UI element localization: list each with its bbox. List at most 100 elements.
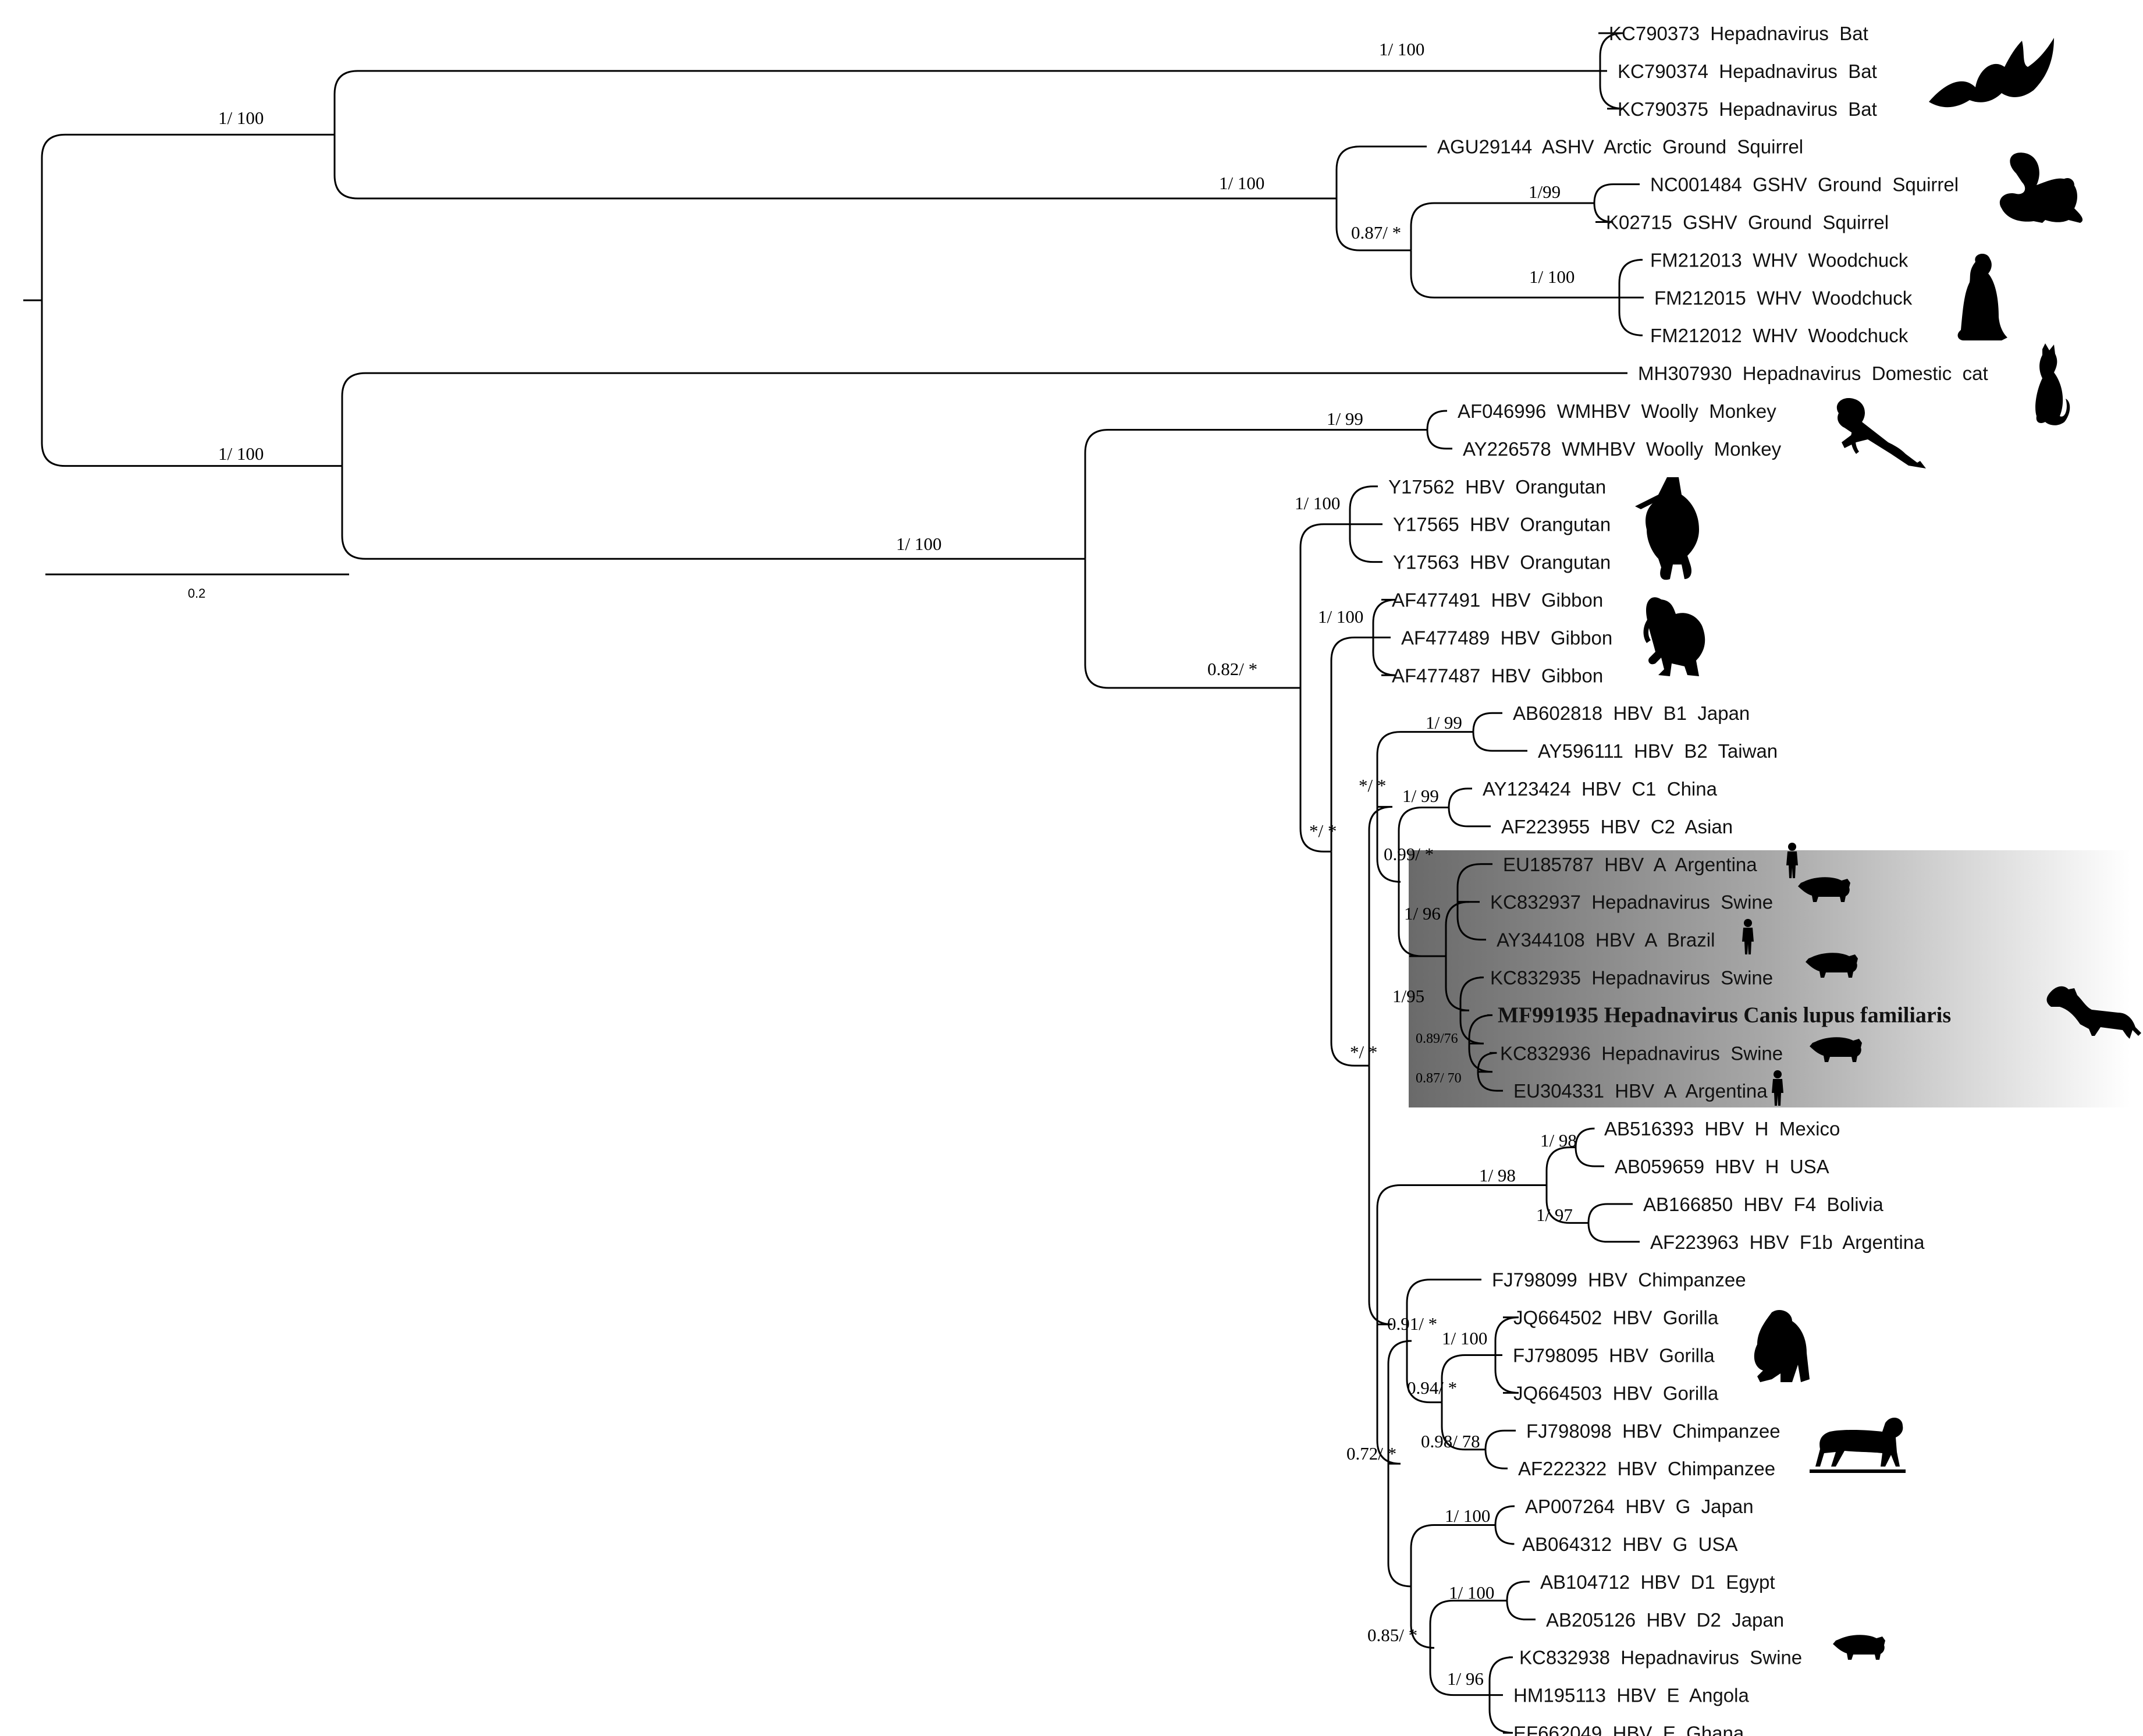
leaf-branch (1494, 1316, 1519, 1355)
leaf-label-nc001484: NC001484 GSHV Ground Squirrel (1650, 174, 1959, 196)
leaf-branch (1494, 1525, 1515, 1545)
leaf-label-ay123424: AY123424 HBV C1 China (1483, 778, 1718, 800)
internal-branch (1387, 1340, 1412, 1464)
leaf-label-fj798095: FJ798095 HBV Gorilla (1513, 1345, 1715, 1366)
leaf-label-agu29144: AGU29144 ASHV Arctic Ground Squirrel (1437, 136, 1803, 158)
leaf-branch (1484, 1429, 1516, 1450)
support-value-node-l: 0.94/ * (1407, 1378, 1457, 1398)
leaf-label-ab205126: AB205126 HBV D2 Japan (1546, 1609, 1784, 1631)
leaf-branch (1372, 599, 1397, 638)
support-value-node-n: 0.85/ * (1367, 1625, 1417, 1645)
leaf-label-fj798099: FJ798099 HBV Chimpanzee (1492, 1269, 1746, 1291)
bat-icon (1929, 38, 2054, 108)
swine-icon (1833, 1635, 1885, 1660)
internal-branch (341, 466, 1085, 560)
orangutan-icon (1635, 477, 1699, 580)
support-value-a: 1/ 96 (1404, 903, 1441, 924)
cat-icon (2035, 343, 2070, 425)
support-value-g: 1/ 100 (1445, 1506, 1490, 1526)
woolly-monkey-icon (1836, 398, 1926, 468)
support-value-f: 1/ 97 (1536, 1205, 1573, 1225)
scale-bar-label: 0.2 (188, 586, 206, 601)
internal-branch (1459, 1010, 1484, 1045)
internal-branch (1376, 1184, 1547, 1325)
leaf-label-jq664502: JQ664502 HBV Gorilla (1513, 1307, 1719, 1329)
internal-branch (1429, 1599, 1507, 1648)
leaf-branch (1426, 410, 1447, 430)
internal-branch (333, 70, 1600, 135)
leaf-branch (1575, 1127, 1595, 1148)
squirrel-icon (1999, 152, 2083, 223)
leaf-branch (1599, 70, 1624, 110)
leaf-label-af222322: AF222322 HBV Chimpanzee (1518, 1458, 1775, 1479)
leaf-branch (1488, 1656, 1513, 1695)
leaf-branch (1349, 485, 1378, 524)
support-value-cat-primate: 1/ 100 (218, 443, 264, 464)
internal-branch (1376, 807, 1401, 883)
support-value-gshv: 1/99 (1529, 182, 1561, 202)
dog-icon (2046, 986, 2141, 1039)
leaf-label-af477491: AF477491 HBV Gibbon (1392, 590, 1603, 611)
leaf-branch (1488, 1695, 1513, 1734)
leaf-label-k02715: K02715 GSHV Ground Squirrel (1606, 212, 1889, 233)
internal-branch (1330, 851, 1369, 1067)
support-value-node-f: */ * (1350, 1042, 1377, 1062)
internal-branch (1376, 1324, 1401, 1465)
leaf-branch (1456, 863, 1492, 902)
internal-branch (1410, 1524, 1495, 1587)
support-value-woolly: 1/ 99 (1327, 409, 1363, 429)
leaf-label-af477489: AF477489 HBV Gibbon (1401, 627, 1612, 648)
swine-icon (1806, 953, 1858, 978)
leaf-branch (1477, 1071, 1503, 1092)
leaf-branch (1494, 1355, 1519, 1394)
leaf-label-ay226578: AY226578 WMHBV Woolly Monkey (1463, 438, 1782, 460)
leaf-label-af477487: AF477487 HBV Gibbon (1392, 665, 1603, 686)
leaf-branch (1468, 1014, 1493, 1044)
support-value-a4: 0.87/ 70 (1416, 1071, 1462, 1086)
woodchuck-icon (1957, 253, 2007, 340)
leaf-label-ay596111: AY596111 HBV B2 Taiwan (1538, 740, 1778, 762)
leaf-label-kc832935: KC832935 Hepadnavirus Swine (1490, 967, 1773, 989)
leaf-label-kc832938: KC832938 Hepadnavirus Swine (1519, 1647, 1802, 1668)
human-icon (1772, 1070, 1783, 1106)
chimpanzee-icon (1810, 1417, 1906, 1473)
leaf-branch (1349, 524, 1383, 563)
internal-branch (1441, 1402, 1485, 1451)
internal-branch (333, 134, 1337, 200)
leaf-label-af223955: AF223955 HBV C2 Asian (1501, 816, 1733, 837)
leaf-branch (1477, 1052, 1497, 1072)
leaf-label-ab059659: AB059659 HBV H USA (1615, 1156, 1829, 1177)
leaf-branch (1335, 145, 1427, 198)
internal-branch (1545, 1146, 1576, 1185)
internal-branch (1387, 1464, 1412, 1588)
swine-icon (1810, 1037, 1862, 1062)
leaf-label-ab064312: AB064312 HBV G USA (1522, 1533, 1738, 1555)
support-value-a3: 0.89/76 (1416, 1031, 1458, 1046)
internal-branch (1398, 806, 1449, 882)
support-value-node-e: */ * (1359, 775, 1386, 796)
leaf-branch (1618, 297, 1643, 336)
internal-branch (1368, 805, 1393, 1066)
support-value-chimp: 0.98/ 78 (1421, 1431, 1480, 1451)
leaf-branch (1587, 1223, 1640, 1243)
leaf-branch (1598, 32, 1624, 71)
support-value-orangutan: 1/ 100 (1295, 493, 1340, 513)
support-value-h: 1/ 98 (1540, 1130, 1577, 1151)
support-value-e: 1/ 96 (1447, 1668, 1484, 1689)
internal-branch (1299, 523, 1350, 688)
human-icon (1786, 843, 1798, 878)
leaf-branch (1448, 807, 1491, 828)
internal-branch (1410, 202, 1594, 251)
leaf-label-hm195113: HM195113 HBV E Angola (1513, 1685, 1749, 1706)
leaf-label-y17563: Y17563 HBV Orangutan (1393, 552, 1611, 573)
internal-branch (1406, 1341, 1442, 1404)
leaf-label-fm212012: FM212012 WHV Woodchuck (1650, 325, 1909, 346)
leaf-branch (1406, 1279, 1481, 1341)
leaf-branch (1426, 429, 1452, 450)
leaf-branch (1575, 1147, 1604, 1167)
leaf-label-fm212015: FM212015 WHV Woodchuck (1654, 287, 1913, 308)
support-value-oldworld: 0.82/ * (1207, 659, 1257, 679)
